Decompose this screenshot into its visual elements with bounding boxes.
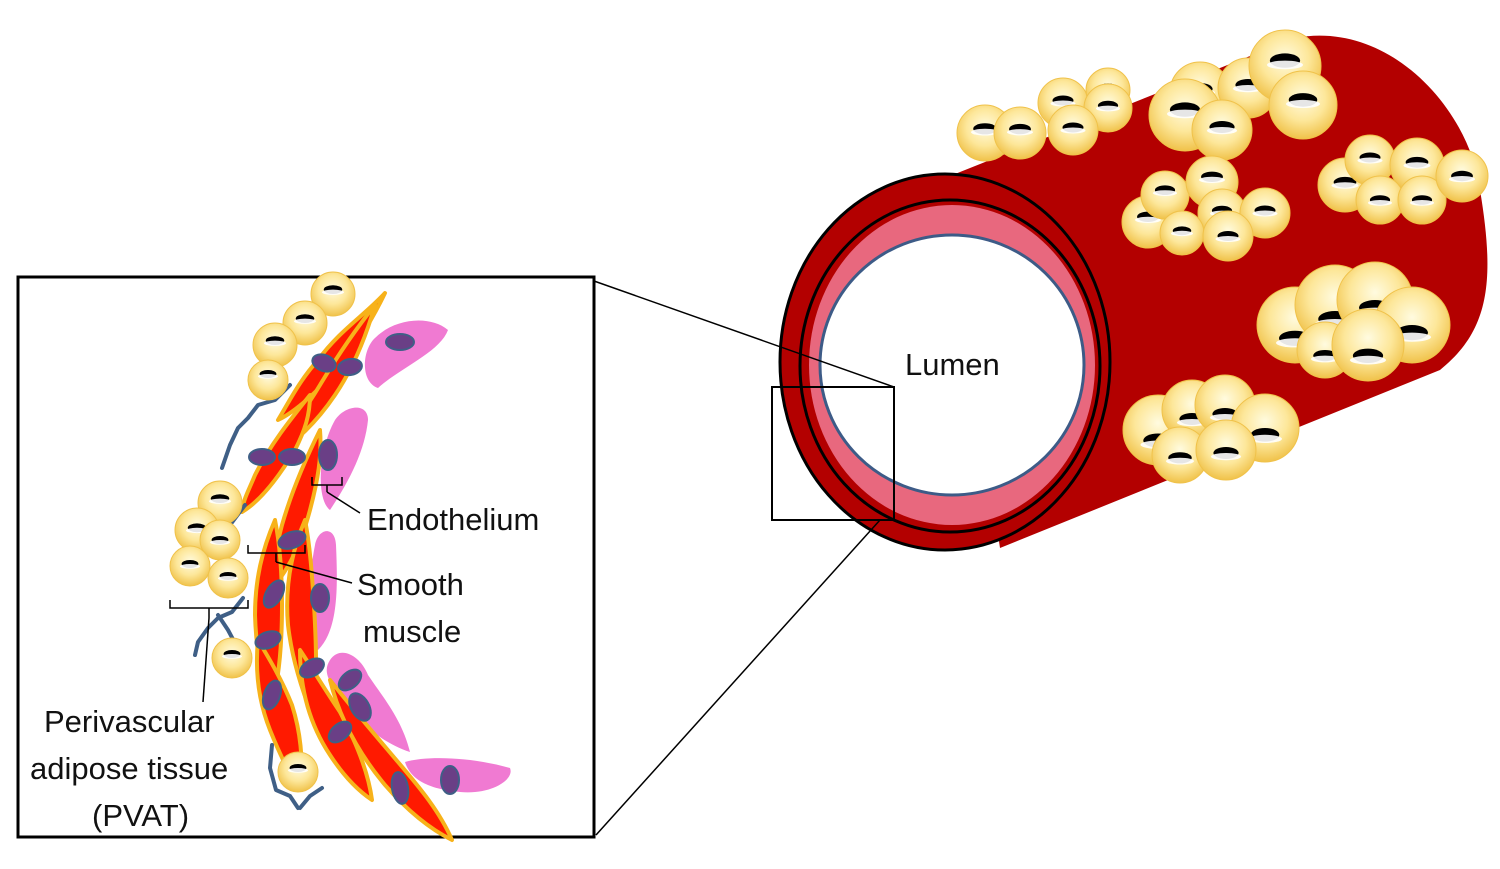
cell-nucleus <box>337 357 363 377</box>
adipocyte <box>1355 175 1405 225</box>
pvat-label-line3: (PVAT) <box>92 798 189 833</box>
adipocyte <box>247 359 289 401</box>
adipocyte <box>1268 70 1338 140</box>
cell-nucleus <box>385 333 415 351</box>
lumen <box>818 233 1086 497</box>
adipocyte <box>1047 104 1099 156</box>
adipocyte <box>1239 187 1291 239</box>
cell-nucleus <box>277 530 307 550</box>
zoom-line-top <box>593 280 895 388</box>
pvat-leader <box>202 617 210 703</box>
cell-nucleus <box>327 720 353 744</box>
pvat-label-line1: Perivascular <box>44 704 215 739</box>
nerve-fiber <box>298 786 324 810</box>
cell-nucleus <box>337 668 363 692</box>
zoom-selection-box <box>771 386 895 521</box>
smooth-muscle-label-line1: Smooth <box>357 567 464 602</box>
adipocyte <box>199 519 241 561</box>
smooth-muscle-bracket <box>247 545 306 562</box>
zoom-line-bottom <box>595 519 881 836</box>
cell-nucleus <box>254 630 282 650</box>
adipocyte <box>1435 149 1489 203</box>
cell-nuclei <box>248 333 460 805</box>
adipocyte <box>1191 99 1253 161</box>
adipocyte <box>1195 419 1257 481</box>
adipocyte <box>252 322 298 368</box>
lumen-label: Lumen <box>905 347 1000 382</box>
cell-nucleus <box>390 771 410 805</box>
cell-nucleus <box>278 448 306 466</box>
nerve-fiber <box>193 596 245 657</box>
pvat-adipocytes <box>169 271 356 793</box>
adipocyte <box>310 271 356 317</box>
pvat-bracket <box>169 600 249 618</box>
cell-nucleus <box>261 679 283 711</box>
cell-nucleus <box>299 657 325 679</box>
smooth-muscle-leader <box>275 561 353 584</box>
adipocyte <box>1159 210 1205 256</box>
smooth-muscle-label-line2: muscle <box>363 614 461 649</box>
pvat-label-line2: adipose tissue <box>30 751 228 786</box>
adipocyte <box>993 106 1047 160</box>
nerve-fiber <box>268 743 300 810</box>
adipocyte <box>1140 170 1190 220</box>
cell-nucleus <box>318 439 338 471</box>
endothelium-label: Endothelium <box>367 502 539 537</box>
adipocyte <box>1331 308 1405 382</box>
adipocyte <box>1397 175 1447 225</box>
endothelium-bracket <box>311 477 343 492</box>
endothelial-cell <box>364 320 448 388</box>
cell-nucleus <box>248 448 276 466</box>
cell-nucleus <box>310 583 330 613</box>
cell-nucleus <box>262 579 286 609</box>
adipocyte <box>1202 210 1254 262</box>
cell-nucleus <box>311 353 337 373</box>
cell-nucleus <box>348 692 372 722</box>
adipocyte <box>169 545 211 587</box>
vessel-adipocytes <box>956 29 1489 484</box>
adipocyte <box>277 751 319 793</box>
adipocyte <box>211 637 253 679</box>
cell-nucleus <box>440 765 460 795</box>
nerve-fiber <box>220 383 292 470</box>
endothelium-leader <box>326 491 361 514</box>
adipocyte <box>207 557 249 599</box>
